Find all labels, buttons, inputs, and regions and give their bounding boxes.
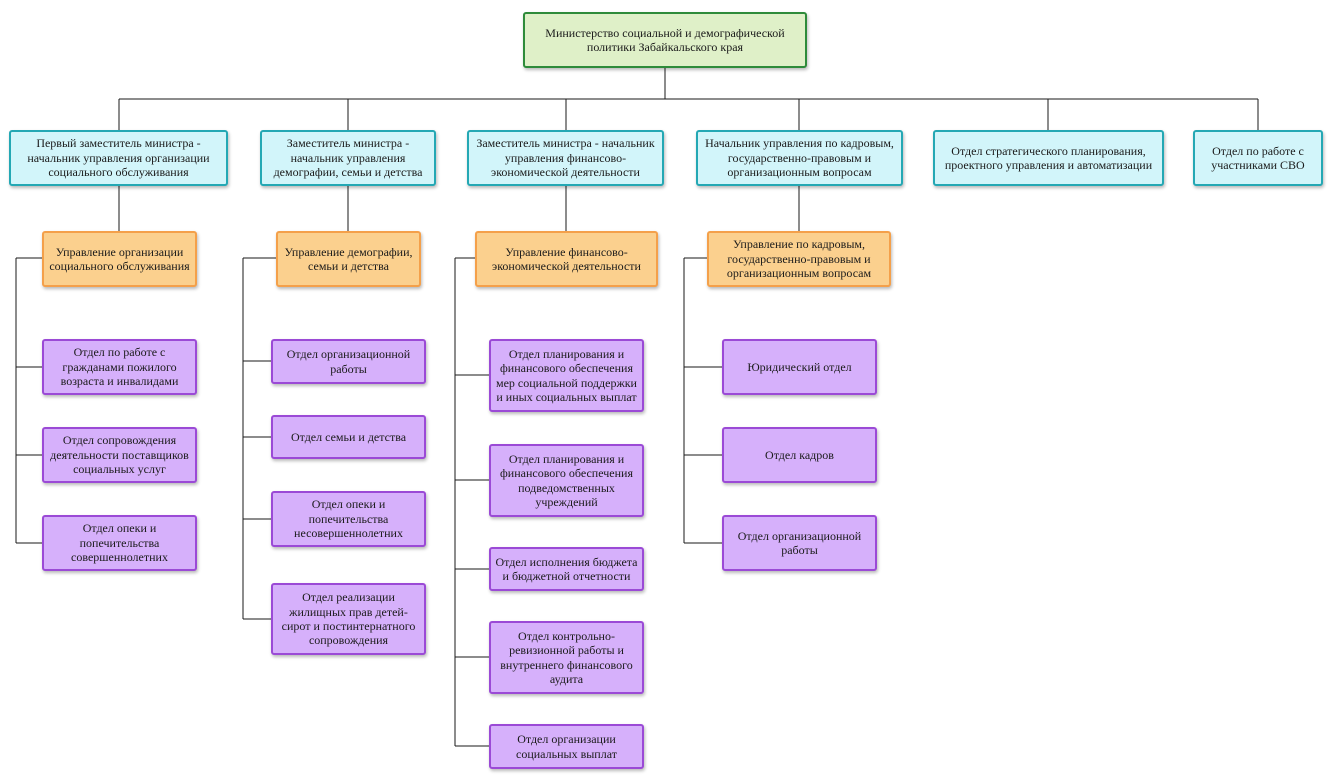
- directorate-label: Управление организации социального обслу…: [49, 244, 190, 273]
- head-box-first-deputy: Первый заместитель министра - начальник …: [9, 130, 228, 186]
- department-label: Отдел реализации жилищных прав детей-сир…: [281, 590, 416, 648]
- directorate-label: Управление по кадровым, государственно-п…: [726, 237, 872, 281]
- department-box: Отдел планирования и финансового обеспеч…: [489, 444, 644, 517]
- department-label: Отдел контрольно-ревизионной работы и вн…: [500, 628, 633, 686]
- head-box-svo: Отдел по работе с участниками СВО: [1193, 130, 1323, 186]
- head-box-strategic-planning: Отдел стратегического планирования, прое…: [933, 130, 1164, 186]
- department-box: Отдел организационной работы: [271, 339, 426, 384]
- head-label: Отдел по работе с участниками СВО: [1211, 143, 1305, 172]
- department-label: Юридический отдел: [747, 359, 852, 374]
- department-box: Отдел опеки и попечительства совершеннол…: [42, 515, 197, 571]
- directorate-label: Управление финансово-экономической деяте…: [492, 244, 641, 273]
- department-label: Отдел по работе с гражданами пожилого во…: [60, 345, 179, 389]
- department-label: Отдел сопровождения деятельности поставщ…: [50, 433, 189, 477]
- department-label: Отдел организационной работы: [737, 528, 862, 557]
- department-box: Отдел сопровождения деятельности поставщ…: [42, 427, 197, 483]
- department-box: Отдел планирования и финансового обеспеч…: [489, 339, 644, 412]
- head-box-hr: Начальник управления по кадровым, госуда…: [696, 130, 903, 186]
- department-box: Отдел реализации жилищных прав детей-сир…: [271, 583, 426, 655]
- directorate-box-hr: Управление по кадровым, государственно-п…: [707, 231, 891, 287]
- department-box: Отдел организационной работы: [722, 515, 877, 571]
- department-box: Отдел исполнения бюджета и бюджетной отч…: [489, 547, 644, 591]
- department-box: Отдел контрольно-ревизионной работы и вн…: [489, 621, 644, 694]
- head-box-deputy-finance: Заместитель министра - начальник управле…: [467, 130, 664, 186]
- directorate-box-social-service: Управление организации социального обслу…: [42, 231, 197, 287]
- head-label: Отдел стратегического планирования, прое…: [944, 143, 1153, 172]
- department-label: Отдел кадров: [765, 447, 834, 462]
- department-label: Отдел опеки и попечительства совершеннол…: [71, 521, 168, 565]
- department-label: Отдел организационной работы: [286, 347, 411, 376]
- directorate-box-finance: Управление финансово-экономической деяте…: [475, 231, 658, 287]
- department-label: Отдел планирования и финансового обеспеч…: [500, 451, 633, 509]
- head-label: Первый заместитель министра - начальник …: [27, 136, 210, 180]
- department-label: Отдел семьи и детства: [290, 429, 407, 444]
- department-box: Отдел семьи и детства: [271, 415, 426, 459]
- ministry-label: Министерство социальной и демографическо…: [545, 25, 785, 54]
- head-label: Начальник управления по кадровым, госуда…: [705, 136, 894, 180]
- department-box: Отдел организации социальных выплат: [489, 724, 644, 769]
- directorate-box-demography: Управление демографии, семьи и детства: [276, 231, 421, 287]
- department-label: Отдел планирования и финансового обеспеч…: [496, 346, 637, 404]
- ministry-box: Министерство социальной и демографическо…: [523, 12, 807, 68]
- department-box: Отдел кадров: [722, 427, 877, 483]
- department-label: Отдел организации социальных выплат: [516, 732, 617, 761]
- directorate-label: Управление демографии, семьи и детства: [284, 244, 413, 273]
- head-box-deputy-demography: Заместитель министра - начальник управле…: [260, 130, 436, 186]
- department-box: Отдел опеки и попечительства несовершенн…: [271, 491, 426, 547]
- department-box: Отдел по работе с гражданами пожилого во…: [42, 339, 197, 395]
- department-box: Юридический отдел: [722, 339, 877, 395]
- department-label: Отдел опеки и попечительства несовершенн…: [294, 497, 403, 541]
- head-label: Заместитель министра - начальник управле…: [273, 136, 423, 180]
- head-label: Заместитель министра - начальник управле…: [476, 136, 655, 180]
- department-label: Отдел исполнения бюджета и бюджетной отч…: [495, 554, 638, 583]
